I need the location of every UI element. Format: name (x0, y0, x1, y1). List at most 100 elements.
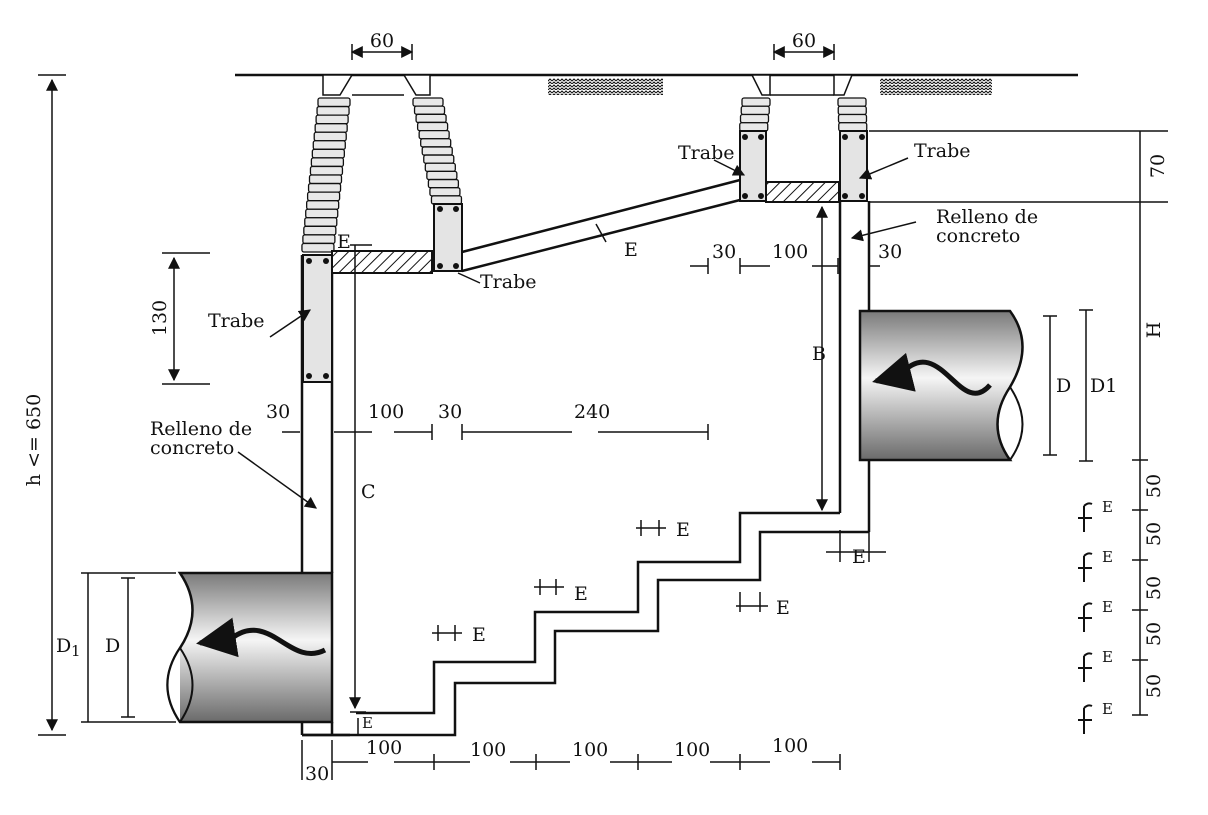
chimney-ring (837, 97, 867, 107)
chimney-ring (427, 178, 460, 189)
right-chimney (739, 74, 868, 132)
dim-step-50-1: 50 (1143, 474, 1165, 498)
chimney-ring (305, 208, 339, 219)
dim-run-3: 100 (572, 739, 608, 761)
chimney-ring (314, 123, 348, 133)
dim-right-30-left: 30 (712, 241, 736, 263)
chimney-ring (739, 113, 770, 124)
label-relleno-left-2: concreto (150, 437, 234, 459)
chimney-ring (413, 105, 446, 115)
soil-hatch-left (548, 78, 663, 95)
chimney-ring (303, 225, 337, 236)
right-beam-right (839, 130, 868, 202)
dim-mid-30-left: 30 (266, 401, 290, 423)
dim-mid-240: 240 (574, 401, 610, 423)
soil-hatch-right (880, 78, 992, 95)
dim-step-50-5: 50 (1143, 674, 1165, 698)
sloped-slab-top (461, 178, 741, 254)
sloped-slab-bottom (461, 198, 741, 273)
dim-top-opening-right: 60 (792, 30, 816, 52)
step-thickness-label: E (1102, 648, 1113, 666)
dim-run-4: 100 (674, 739, 710, 761)
chimney-ring (430, 195, 463, 205)
chimney-ring (313, 131, 347, 142)
step-thickness-label: E (1102, 598, 1113, 616)
step-thickness-mark (1078, 552, 1093, 582)
left-slab (331, 250, 433, 274)
label-E-slope: E (624, 239, 638, 261)
dim-beam-height: 130 (149, 300, 171, 336)
chimney-ring (423, 154, 455, 164)
right-pipe (858, 309, 1024, 462)
step-thickness-label: E (1102, 548, 1113, 566)
step-thickness-mark (1078, 602, 1093, 632)
chimney-ring (302, 234, 336, 245)
label-trabe-mid: Trabe (480, 271, 537, 293)
dim-step-50-3: 50 (1143, 576, 1165, 600)
chimney-ring (741, 97, 771, 107)
label-E-step1: E (676, 519, 690, 541)
step-thickness-mark (1078, 704, 1093, 734)
dim-H: H (1143, 322, 1165, 339)
chimney-ring (418, 129, 450, 140)
dim-step-50-2: 50 (1143, 522, 1165, 546)
left-chimney (301, 74, 463, 253)
chimney-ring (837, 113, 868, 124)
chimney-ring (309, 165, 344, 176)
label-relleno-right-1: Relleno de (936, 206, 1038, 228)
flow-arrow-left (196, 617, 327, 658)
label-E-step4: E (776, 597, 790, 619)
label-D1-left-index: 1 (71, 642, 81, 660)
label-E-slab: E (337, 231, 351, 253)
label-E-step3: E (472, 624, 486, 646)
label-D-left: D (105, 635, 120, 657)
chimney-ring (420, 138, 452, 148)
flow-arrow-right (872, 352, 992, 396)
chimney-ring (308, 174, 343, 185)
dim-right-70: 70 (1147, 154, 1169, 178)
dim-mid-30-right: 30 (438, 401, 462, 423)
dim-top-opening-left: 60 (370, 30, 394, 52)
chimney-ring (312, 140, 346, 150)
chimney-ring (837, 105, 867, 116)
steps-upper-line (356, 511, 840, 715)
label-D1-right: D1 (1090, 375, 1117, 397)
dim-bottom-wall: 30 (305, 763, 329, 785)
chimney-ring (306, 200, 340, 210)
label-trabe-left: Trabe (208, 310, 265, 332)
chimney-ring (426, 170, 458, 181)
dim-run-5: 100 (772, 735, 808, 757)
label-E-step2: E (574, 583, 588, 605)
right-slab (765, 181, 840, 203)
label-E-wall: E (852, 546, 866, 568)
right-beam-left (739, 130, 767, 202)
label-B: B (812, 343, 826, 365)
chimney-ring (415, 113, 447, 124)
chimney-ring (416, 121, 449, 132)
dim-total-height: h <= 650 (23, 394, 45, 486)
chimney-ring (424, 162, 456, 173)
label-E-floor: E (362, 714, 373, 732)
chimney-ring (310, 157, 345, 168)
step-thickness-mark (1078, 502, 1093, 532)
dim-right-30-right: 30 (878, 241, 902, 263)
right-structure (739, 130, 871, 532)
chimney-ring (740, 105, 770, 116)
label-relleno-right-2: concreto (936, 225, 1020, 247)
chimney-ring (307, 182, 342, 193)
label-trabe-right: Trabe (914, 140, 971, 162)
label-D-right: D (1056, 375, 1071, 397)
label-C: C (361, 481, 376, 503)
step-thickness-mark (1078, 652, 1093, 682)
chimney-ring (304, 217, 338, 227)
chimney-ring (412, 97, 444, 107)
chimney-ring (421, 146, 453, 156)
dim-right-100: 100 (772, 241, 808, 263)
chimney-ring (838, 122, 868, 132)
chimney-ring (315, 114, 349, 125)
dim-run-1: 100 (366, 737, 402, 759)
chimney-ring (311, 148, 345, 159)
chimney-ring (306, 191, 341, 202)
